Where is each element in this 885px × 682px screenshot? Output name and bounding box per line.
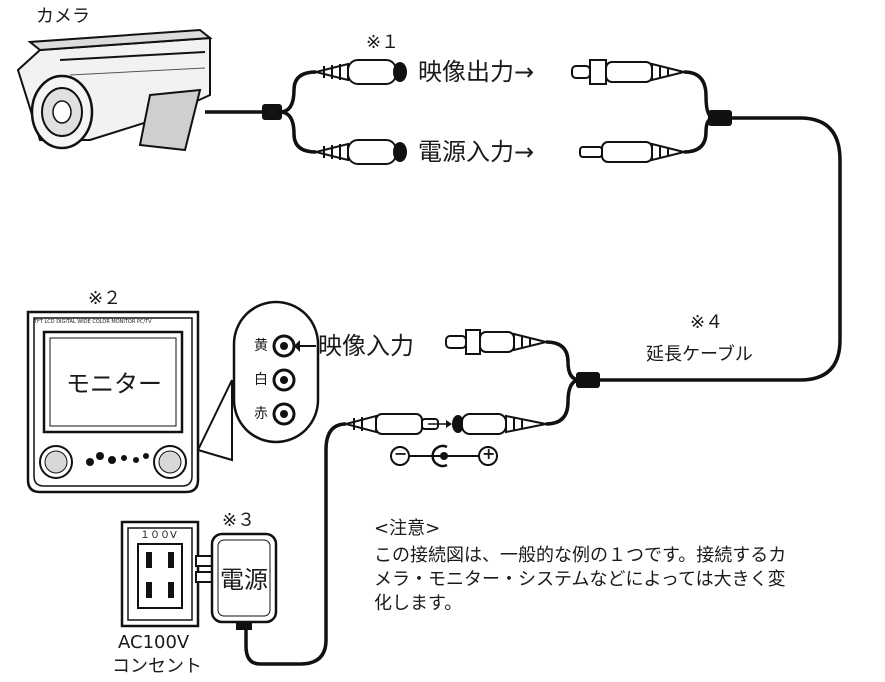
yellow-jack-label: 黄 xyxy=(254,338,268,354)
cable-junction xyxy=(576,372,600,388)
polarity-plus: + xyxy=(482,444,496,463)
video-out-label: 映像出力→ xyxy=(418,58,535,86)
adapter-cable xyxy=(244,422,347,666)
notice-title: <注意> xyxy=(374,518,441,539)
cable-junction xyxy=(708,110,732,126)
note2-label: ※２ xyxy=(88,288,122,309)
monitor-brand-text: TFT LCD DIGITAL WIDE COLOR MONITOR PC/TV xyxy=(34,319,152,325)
monitor-icon xyxy=(26,310,200,494)
polarity-minus: − xyxy=(394,444,408,463)
note1-label: ※１ xyxy=(366,32,400,53)
cable-junction xyxy=(262,104,282,120)
polarity-symbol-icon xyxy=(390,444,498,468)
monitor-screen-label: モニター xyxy=(66,370,162,398)
red-jack-label: 赤 xyxy=(254,406,268,422)
outlet-label: コンセント xyxy=(112,656,202,677)
ac-voltage-label: AC100V xyxy=(118,632,190,653)
note3-label: ※３ xyxy=(222,510,256,531)
white-jack-label: 白 xyxy=(254,372,268,388)
adapter-label: 電源 xyxy=(220,566,268,594)
note4-label: ※４ xyxy=(690,312,724,333)
video-out-jack-icon xyxy=(315,59,407,85)
notice-body: この接続図は、一般的な例の１つです。接続するカ メラ・モニター・システムなどによ… xyxy=(374,545,787,614)
power-jack-lower-icon xyxy=(452,413,547,435)
outlet-voltage-label: １００V xyxy=(140,530,177,541)
red-jack-icon xyxy=(272,402,296,426)
video-in-arrow-icon xyxy=(294,340,316,352)
adapter-plug-icon xyxy=(342,413,439,435)
camera-split-cable xyxy=(205,70,317,154)
white-jack-icon xyxy=(272,368,296,392)
camera-icon xyxy=(16,28,213,152)
power-plug-icon xyxy=(579,141,685,163)
extension-cable xyxy=(545,70,842,426)
arrow-icon xyxy=(428,420,452,428)
camera-label: カメラ xyxy=(36,6,90,27)
video-in-label: 映像入力 xyxy=(318,332,414,360)
video-plug-icon xyxy=(571,59,685,85)
power-in-label: 電源入力→ xyxy=(418,138,535,166)
video-in-plug-icon xyxy=(445,329,547,355)
yellow-jack-icon xyxy=(272,334,296,358)
power-adapter-icon xyxy=(195,532,278,630)
extension-cable-label: 延長ケーブル xyxy=(646,344,753,365)
power-in-jack-icon xyxy=(315,139,407,165)
